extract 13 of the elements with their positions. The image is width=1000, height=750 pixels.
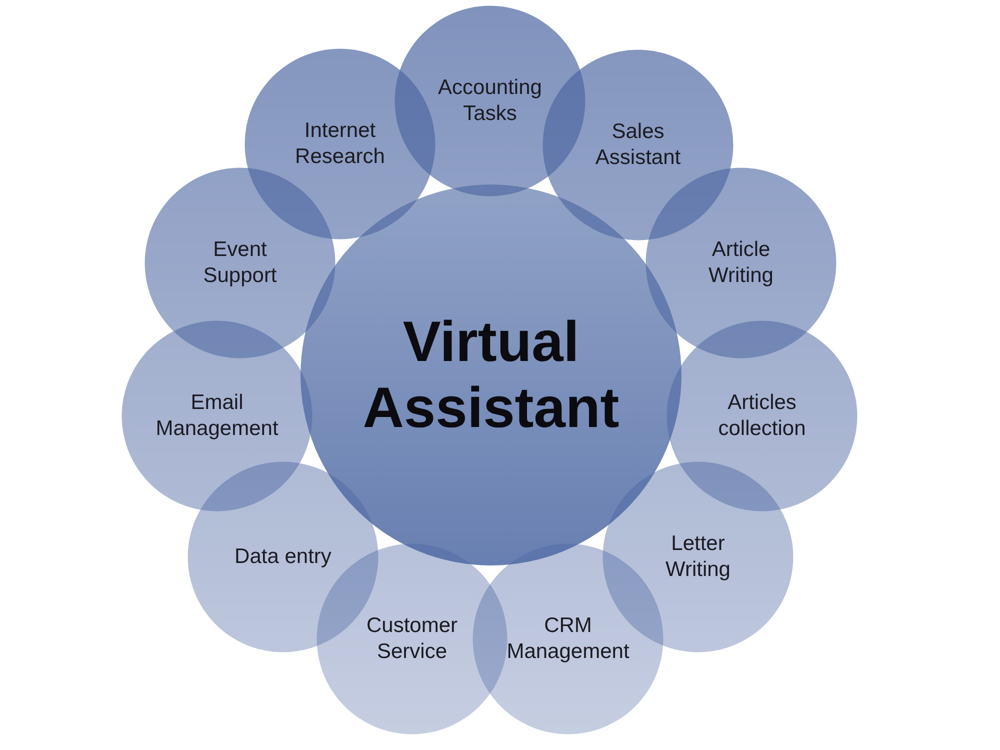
circle-label: CRM Management [506,613,630,665]
circle-label: Accounting Tasks [437,75,543,127]
circle-label: Letter Writing [664,531,732,583]
circle-label: Article Writing [708,237,774,289]
task-circle [244,48,436,240]
center-title: Virtual Assistant [362,309,620,441]
circle-label: Sales Assistant [594,119,682,171]
circle-label: Event Support [202,237,278,289]
circle-label: Data entry [234,544,332,570]
circle-label: Customer Service [365,613,459,665]
circle-label: Email Management [154,390,280,442]
circle-label: Internet Research [294,118,386,170]
circle-label: Articles collection [717,390,807,442]
